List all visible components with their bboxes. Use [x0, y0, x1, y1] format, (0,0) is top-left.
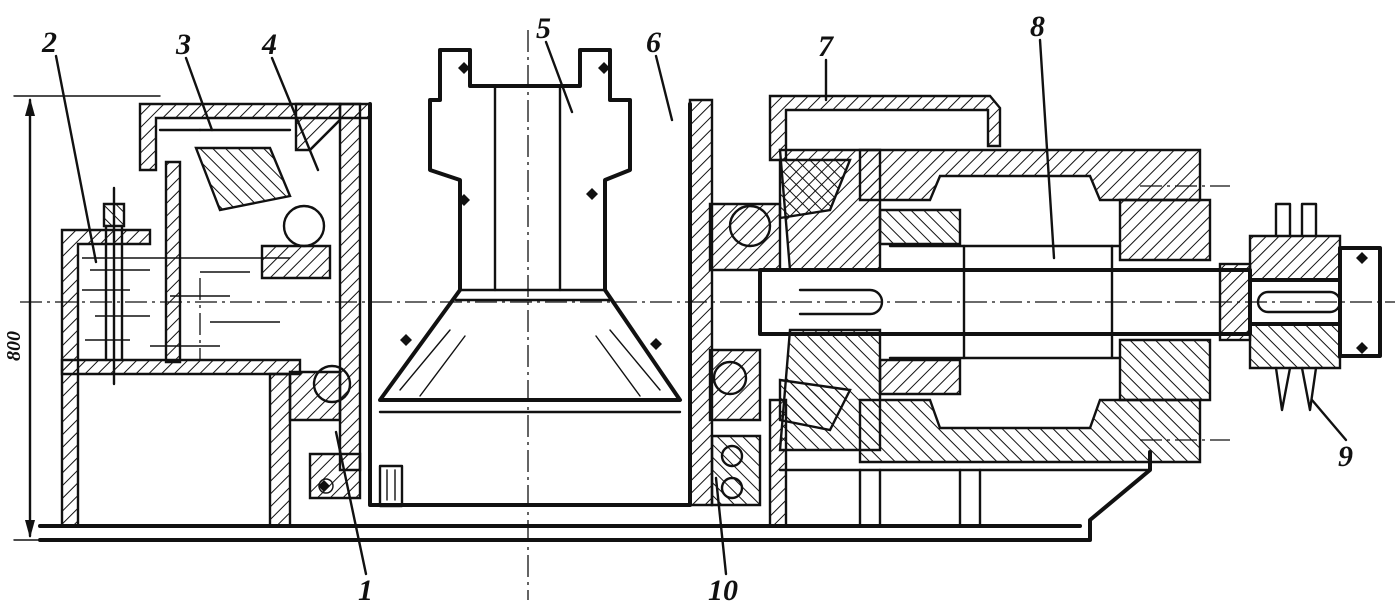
central-bowl [318, 30, 682, 600]
callout-8: 8 [1030, 10, 1045, 43]
callout-3: 3 [175, 28, 191, 61]
oil-tank [60, 186, 302, 528]
shaft-housing [858, 148, 1212, 464]
right-supports [778, 468, 1152, 528]
callout-10: 10 [708, 574, 738, 607]
base-plate [38, 450, 1152, 542]
callout-6: 6 [646, 26, 661, 59]
sprocket [1218, 202, 1382, 412]
left-housing [138, 102, 372, 500]
callout-7: 7 [818, 30, 834, 63]
height-dimension [13, 95, 161, 541]
callout-4: 4 [261, 28, 277, 61]
right-housing [768, 94, 1002, 528]
callout-2: 2 [41, 26, 57, 59]
leader-lines [54, 38, 1348, 576]
dimension-label: 800 [3, 331, 25, 361]
callout-1: 1 [358, 574, 373, 607]
callout-9: 9 [1338, 440, 1353, 473]
callout-5: 5 [536, 12, 551, 45]
